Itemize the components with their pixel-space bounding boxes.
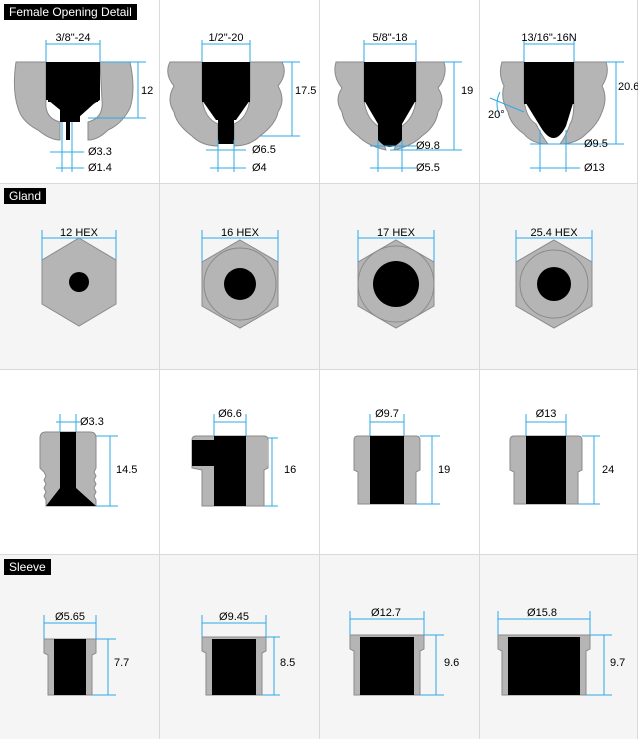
- sleeve-cell-1: Ø5.65 7.7 Sleeve: [0, 555, 160, 739]
- dia-small-label-1: Ø1.4: [88, 162, 112, 174]
- gland-side-cell-2: Ø6.6 16: [160, 370, 320, 554]
- gland-hex-drawing-3: 17 HEX: [357, 227, 435, 329]
- sleeve-cell-3: Ø12.7 9.6: [320, 555, 480, 739]
- sleeve-cell-2: Ø9.45 8.5: [160, 555, 320, 739]
- gland-hex-cell-2: 16 HEX: [160, 184, 320, 369]
- dia-large-label-4: Ø9.5: [584, 138, 608, 150]
- sleeve-dia-label-2: Ø9.45: [219, 611, 249, 623]
- hex-label-4: 25.4 HEX: [530, 227, 578, 239]
- bore-label-3: Ø9.7: [375, 408, 399, 420]
- section-tag-gland: Gland: [4, 188, 47, 204]
- gland-height-label-1: 14.5: [116, 464, 137, 476]
- female-opening-drawing-3: 5/8"-18 19 Ø9.8 Ø5.5: [334, 32, 473, 174]
- gland-height-label-4: 24: [602, 464, 614, 476]
- gland-side-drawing-2: Ø6.6 16: [191, 408, 296, 507]
- angle-label-4: 20°: [488, 109, 505, 121]
- section-tag-sleeve: Sleeve: [4, 559, 51, 575]
- sleeve-height-label-1: 7.7: [114, 657, 129, 669]
- female-opening-cell-3: 5/8"-18 19 Ø9.8 Ø5.5: [320, 0, 480, 183]
- height-label-2: 17.5: [295, 85, 316, 97]
- sleeve-drawing-3: Ø12.7 9.6: [349, 607, 459, 696]
- gland-height-label-2: 16: [284, 464, 296, 476]
- thread-label-2: 1/2"-20: [208, 32, 243, 44]
- gland-height-label-3: 19: [438, 464, 450, 476]
- sleeve-cell-4: Ø15.8 9.7: [480, 555, 638, 739]
- bore-label-2: Ø6.6: [218, 408, 242, 420]
- sleeve-drawing-1: Ø5.65 7.7: [43, 611, 129, 696]
- gland-hex-row: 12 HEX Gland 16 HEX 17: [0, 184, 638, 370]
- sleeve-row: Ø5.65 7.7 Sleeve Ø9.45 8.5: [0, 555, 638, 739]
- gland-side-cell-1: Ø3.3 14.5: [0, 370, 160, 554]
- dia-large-label-2: Ø6.5: [252, 144, 276, 156]
- thread-label-3: 5/8"-18: [372, 32, 407, 44]
- thread-label-1: 3/8"-24: [55, 32, 90, 44]
- section-tag-female-opening: Female Opening Detail: [4, 4, 137, 20]
- hex-label-3: 17 HEX: [377, 227, 416, 239]
- gland-hex-cell-3: 17 HEX: [320, 184, 480, 369]
- dia-small-label-4: Ø13: [584, 162, 605, 174]
- dia-small-label-3: Ø5.5: [416, 162, 440, 174]
- gland-hex-drawing-1: 12 HEX: [41, 227, 117, 327]
- gland-hex-drawing-2: 16 HEX: [201, 227, 279, 329]
- gland-side-row: Ø3.3 14.5 Ø6.6 16: [0, 370, 638, 555]
- female-opening-drawing-4: 13/16"-16N 20.6 20° Ø9.5 Ø13: [488, 32, 638, 174]
- height-label-3: 19: [461, 85, 473, 97]
- gland-side-drawing-3: Ø9.7 19: [353, 408, 450, 505]
- gland-side-cell-4: Ø13 24: [480, 370, 638, 554]
- female-opening-drawing-1: 3/8"-24 12 Ø3.3 Ø1.4: [13, 32, 153, 174]
- height-label-1: 12: [141, 85, 153, 97]
- bore-label-4: Ø13: [536, 408, 557, 420]
- sleeve-drawing-2: Ø9.45 8.5: [201, 611, 295, 696]
- gland-side-drawing-1: Ø3.3 14.5: [39, 414, 137, 507]
- sleeve-dia-label-4: Ø15.8: [527, 607, 557, 619]
- bore-label-1: Ø3.3: [80, 416, 104, 428]
- gland-side-drawing-4: Ø13 24: [509, 408, 614, 505]
- dia-large-label-1: Ø3.3: [88, 146, 112, 158]
- gland-hex-cell-4: 25.4 HEX: [480, 184, 638, 369]
- female-opening-drawing-2: 1/2"-20 17.5 Ø6.5 Ø4: [167, 32, 316, 174]
- hex-label-2: 16 HEX: [221, 227, 260, 239]
- sleeve-height-label-2: 8.5: [280, 657, 295, 669]
- gland-hex-cell-1: 12 HEX Gland: [0, 184, 160, 369]
- thread-label-4: 13/16"-16N: [521, 32, 576, 44]
- female-opening-cell-4: 13/16"-16N 20.6 20° Ø9.5 Ø13: [480, 0, 638, 183]
- female-opening-cell-1: 3/8"-24 12 Ø3.3 Ø1.4 Female Opening Deta…: [0, 0, 160, 183]
- sleeve-height-label-3: 9.6: [444, 657, 459, 669]
- sleeve-dia-label-1: Ø5.65: [55, 611, 85, 623]
- sleeve-drawing-4: Ø15.8 9.7: [497, 607, 625, 696]
- dia-large-label-3: Ø9.8: [416, 140, 440, 152]
- gland-side-cell-3: Ø9.7 19: [320, 370, 480, 554]
- sleeve-height-label-4: 9.7: [610, 657, 625, 669]
- height-label-4: 20.6: [618, 81, 638, 93]
- dia-small-label-2: Ø4: [252, 162, 267, 174]
- hex-label-1: 12 HEX: [60, 227, 99, 239]
- sleeve-dia-label-3: Ø12.7: [371, 607, 401, 619]
- gland-hex-drawing-4: 25.4 HEX: [515, 227, 593, 329]
- female-opening-row: 3/8"-24 12 Ø3.3 Ø1.4 Female Opening Deta…: [0, 0, 638, 184]
- female-opening-cell-2: 1/2"-20 17.5 Ø6.5 Ø4: [160, 0, 320, 183]
